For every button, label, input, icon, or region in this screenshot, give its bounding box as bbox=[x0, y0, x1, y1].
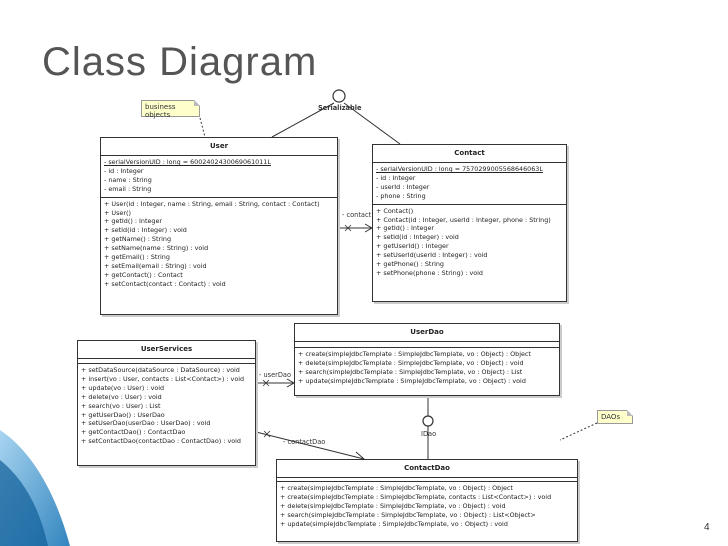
class-contact-method: + getPhone() : String bbox=[376, 260, 444, 269]
class-userservices-method: + getContactDao() : ContactDao bbox=[81, 428, 186, 437]
class-userservices: UserServices + setDataSource(dataSource … bbox=[77, 340, 256, 466]
page-number: 4 bbox=[704, 522, 710, 533]
class-contact-method: + setUserId(userId : Integer) : void bbox=[376, 251, 488, 260]
class-user-attribute: - serialVersionUID : long = 600240243006… bbox=[104, 158, 271, 166]
class-contactdao-method: + delete(simpleJdbcTemplate : SimpleJdbc… bbox=[280, 501, 506, 510]
note-business-objects: business objects bbox=[141, 100, 200, 119]
class-contact-name: Contact bbox=[373, 145, 566, 163]
class-contact-methods: + Contact() + Contact(id : Integer, user… bbox=[373, 205, 566, 281]
class-user-methods: + User(id : Integer, name : String, emai… bbox=[101, 198, 337, 292]
class-userdao-method: + create(simpleJdbcTemplate : SimpleJdbc… bbox=[298, 350, 531, 358]
class-contact-attribute: - id : Integer bbox=[376, 173, 416, 182]
class-userservices-method: + delete(vo : User) : void bbox=[81, 392, 162, 401]
slide-title: Class Diagram bbox=[42, 40, 318, 84]
class-contact-method: + Contact(id : Integer, userId : Integer… bbox=[376, 215, 551, 224]
class-contact: Contact - serialVersionUID : long = 7570… bbox=[372, 144, 567, 302]
class-user-method: + User() bbox=[104, 208, 131, 217]
class-contactdao-methods: + create(simpleJdbcTemplate : SimpleJdbc… bbox=[277, 482, 577, 532]
realization-contact-serializable bbox=[343, 102, 401, 145]
association-label-userdao: - userDao bbox=[259, 371, 292, 379]
class-user-method: + setId(id : Integer) : void bbox=[104, 226, 187, 235]
class-userservices-method: + search(vo : User) : List bbox=[81, 401, 161, 410]
class-user-method: + User(id : Integer, name : String, emai… bbox=[104, 199, 320, 208]
class-contact-method: + setId(id : Integer) : void bbox=[376, 233, 459, 242]
class-userservices-methods: + setDataSource(dataSource : DataSource)… bbox=[78, 364, 255, 449]
class-contact-method: + getUserId() : Integer bbox=[376, 242, 449, 251]
class-userdao-methods: + create(simpleJdbcTemplate : SimpleJdbc… bbox=[295, 348, 559, 389]
serializable-interface-circle bbox=[332, 89, 346, 103]
class-contactdao-method: + create(simpleJdbcTemplate : SimpleJdbc… bbox=[280, 492, 552, 501]
class-user: User - serialVersionUID : long = 6002402… bbox=[100, 137, 338, 315]
class-contact-method: + Contact() bbox=[376, 206, 414, 215]
class-userservices-method: + getUserDao() : UserDao bbox=[81, 410, 165, 419]
class-userservices-name: UserServices bbox=[78, 341, 255, 359]
class-user-method: + getId() : Integer bbox=[104, 217, 163, 226]
class-userdao-method: + search(simpleJdbcTemplate : SimpleJdbc… bbox=[298, 367, 523, 376]
class-contactdao-method: + search(simpleJdbcTemplate : SimpleJdbc… bbox=[280, 510, 536, 519]
class-user-method: + getContact() : Contact bbox=[104, 270, 183, 279]
class-userdao: UserDao + create(simpleJdbcTemplate : Si… bbox=[294, 323, 560, 396]
class-userdao-attributes bbox=[295, 342, 559, 348]
class-user-attributes: - serialVersionUID : long = 600240243006… bbox=[101, 156, 337, 198]
decorative-wave bbox=[0, 430, 70, 546]
class-user-name: User bbox=[101, 138, 337, 156]
class-contact-attribute: - userId : Integer bbox=[376, 182, 430, 191]
class-contact-attributes: - serialVersionUID : long = 757029900556… bbox=[373, 163, 566, 205]
class-userservices-method: + insert(vo : User, contacts : List<Cont… bbox=[81, 374, 245, 383]
class-user-method: + setContact(contact : Contact) : void bbox=[104, 279, 226, 288]
note-daos: DAOs bbox=[597, 410, 633, 424]
realization-user-serializable bbox=[271, 102, 335, 138]
class-user-attribute: - email : String bbox=[104, 184, 152, 193]
class-contact-attribute: - serialVersionUID : long = 757029900556… bbox=[376, 165, 543, 173]
class-user-method: + setName(name : String) : void bbox=[104, 244, 209, 253]
class-userservices-attributes bbox=[78, 359, 255, 364]
class-user-method: + getName() : String bbox=[104, 235, 172, 244]
class-userdao-method: + delete(simpleJdbcTemplate : SimpleJdbc… bbox=[298, 358, 524, 367]
class-user-attribute: - name : String bbox=[104, 175, 152, 184]
class-contactdao-name: ContactDao bbox=[277, 460, 577, 478]
class-contact-method: + getId() : Integer bbox=[376, 224, 435, 233]
class-contactdao-attributes bbox=[277, 478, 577, 482]
association-label-contactdao: - contactDao bbox=[283, 438, 326, 446]
note-daos-text: DAOs bbox=[601, 413, 621, 421]
class-user-attribute: - id : Integer bbox=[104, 166, 144, 175]
class-userservices-method: + setUserDao(userDao : UserDao) : void bbox=[81, 419, 211, 428]
class-contactdao-method: + create(simpleJdbcTemplate : SimpleJdbc… bbox=[280, 484, 513, 492]
class-user-method: + getEmail() : String bbox=[104, 253, 170, 262]
class-userdao-name: UserDao bbox=[295, 324, 559, 342]
class-userservices-method: + update(vo : User) : void bbox=[81, 383, 165, 392]
class-contact-attribute: - phone : String bbox=[376, 191, 426, 200]
class-contact-method: + setPhone(phone : String) : void bbox=[376, 268, 483, 277]
class-userservices-method: + setContactDao(contactDao : ContactDao)… bbox=[81, 437, 241, 446]
class-contactdao: ContactDao + create(simpleJdbcTemplate :… bbox=[276, 459, 578, 542]
class-contactdao-method: + update(simpleJdbcTemplate : SimpleJdbc… bbox=[280, 519, 508, 528]
class-user-method: + setEmail(email : String) : void bbox=[104, 261, 207, 270]
class-userservices-method: + setDataSource(dataSource : DataSource)… bbox=[81, 366, 240, 374]
serializable-label: Serializable bbox=[318, 104, 362, 112]
class-userdao-method: + update(simpleJdbcTemplate : SimpleJdbc… bbox=[298, 376, 526, 385]
note-business-objects-text: business objects bbox=[145, 103, 176, 119]
idao-interface-circle bbox=[422, 415, 434, 427]
association-label-contact: - contact bbox=[342, 211, 372, 219]
association-userservices-contactdao bbox=[255, 431, 365, 460]
idao-label: IDao bbox=[421, 430, 437, 438]
